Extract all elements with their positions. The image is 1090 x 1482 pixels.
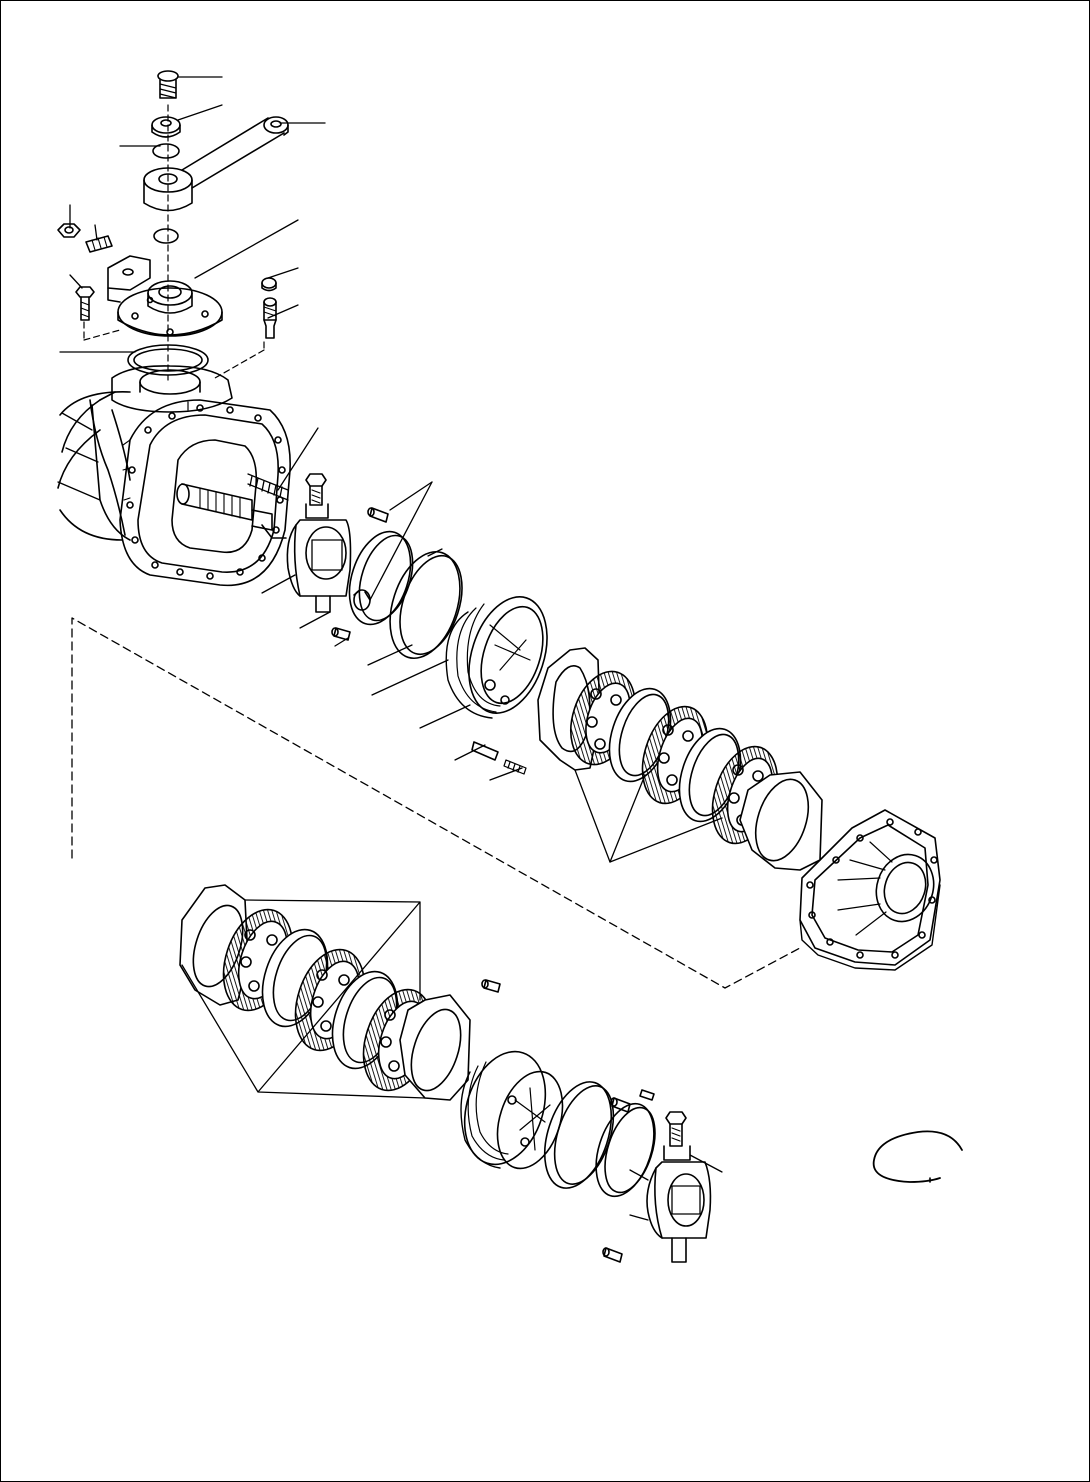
piston-upper [446, 587, 561, 723]
retainer-plate-upper-end [740, 772, 822, 870]
pinion-shaft [177, 484, 286, 538]
seal [128, 345, 208, 375]
retainer-plate-lower-end [400, 995, 470, 1100]
king-pin-cover [118, 281, 222, 336]
piston-ring-lower-1 [532, 1073, 624, 1196]
snap-ring [874, 1131, 962, 1182]
o-ring-upper [153, 144, 179, 158]
pin-lower-b [640, 1090, 654, 1100]
washer-top [152, 117, 180, 137]
bracket [108, 256, 150, 302]
clutch-pack-upper [538, 648, 822, 870]
nut-left [58, 224, 80, 237]
pin-piston-upper [472, 742, 498, 760]
o-ring-lower [154, 229, 178, 243]
cap-screw-top [158, 71, 178, 98]
dashed-assembly-line [72, 618, 800, 988]
end-cover [800, 810, 942, 970]
grease-fitting [264, 298, 276, 338]
pin-lower-pack [482, 980, 500, 992]
spider-cage-upper [287, 474, 350, 612]
steering-arm [144, 117, 288, 211]
piston-ring-2 [378, 543, 474, 667]
piston-ring-lower-2 [585, 1096, 664, 1203]
set-screw-left [86, 236, 112, 252]
bolt-left [76, 287, 94, 320]
piston-lower [451, 1041, 574, 1177]
piston-ring-1 [339, 524, 423, 633]
leader-lines [58, 77, 722, 1172]
pin-lower [332, 628, 350, 640]
spring [248, 474, 288, 500]
spider-cage-lower [630, 1112, 710, 1262]
spring-piston-upper [504, 760, 526, 774]
alignment-lines [84, 105, 264, 380]
pin-lower-c [603, 1248, 622, 1262]
axle-housing [58, 366, 290, 585]
pin-lower-a [611, 1098, 630, 1112]
pin-upper [368, 508, 388, 522]
grease-fitting-cap [262, 278, 276, 291]
clutch-pack-lower [180, 885, 470, 1100]
